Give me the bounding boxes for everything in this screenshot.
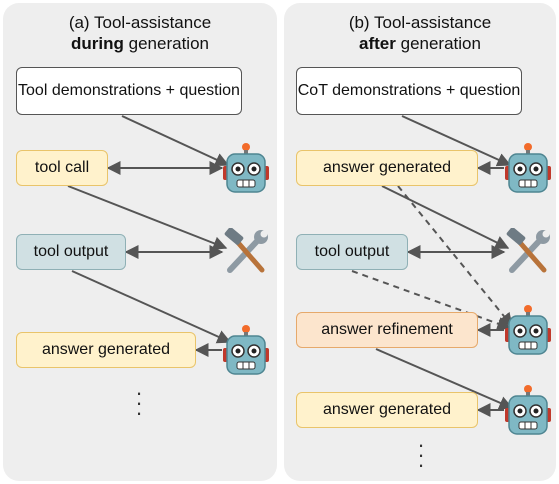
tool-output-box-b: tool output — [296, 234, 408, 270]
panel-a-title-rest: generation — [123, 34, 209, 53]
panel-b-title-rest: generation — [395, 34, 481, 53]
robot-icon — [223, 143, 269, 193]
panel-a-title: (a) Tool-assistance during generation — [3, 12, 277, 54]
answer-refinement-box: answer refinement — [296, 312, 478, 348]
panel-a-title-bold: during — [71, 34, 124, 53]
panel-b-title-line1: (b) Tool-assistance — [348, 13, 492, 32]
robot-icon — [505, 385, 551, 435]
tool-call-box: tool call — [16, 150, 108, 186]
continuation-dots-a: ··· — [135, 380, 143, 425]
tool-output-box-a: tool output — [16, 234, 126, 270]
answer-generated-box-a: answer generated — [16, 332, 196, 368]
panel-a-title-line1: (a) Tool-assistance — [68, 13, 212, 32]
continuation-dots-b: ··· — [417, 432, 425, 477]
panel-b-title: (b) Tool-assistance after generation — [284, 12, 556, 54]
robot-icon — [505, 143, 551, 193]
hammer-wrench-icon — [506, 228, 550, 273]
cot-demonstrations-box: CoT demonstrations + question — [296, 67, 522, 115]
hammer-wrench-icon — [224, 228, 268, 273]
answer-generated-box-b1: answer generated — [296, 150, 478, 186]
panel-b-title-bold: after — [359, 34, 396, 53]
robot-icon — [505, 305, 551, 355]
robot-icon — [223, 325, 269, 375]
tool-demonstrations-box: Tool demonstrations + question — [16, 67, 242, 115]
answer-generated-box-b2: answer generated — [296, 392, 478, 428]
